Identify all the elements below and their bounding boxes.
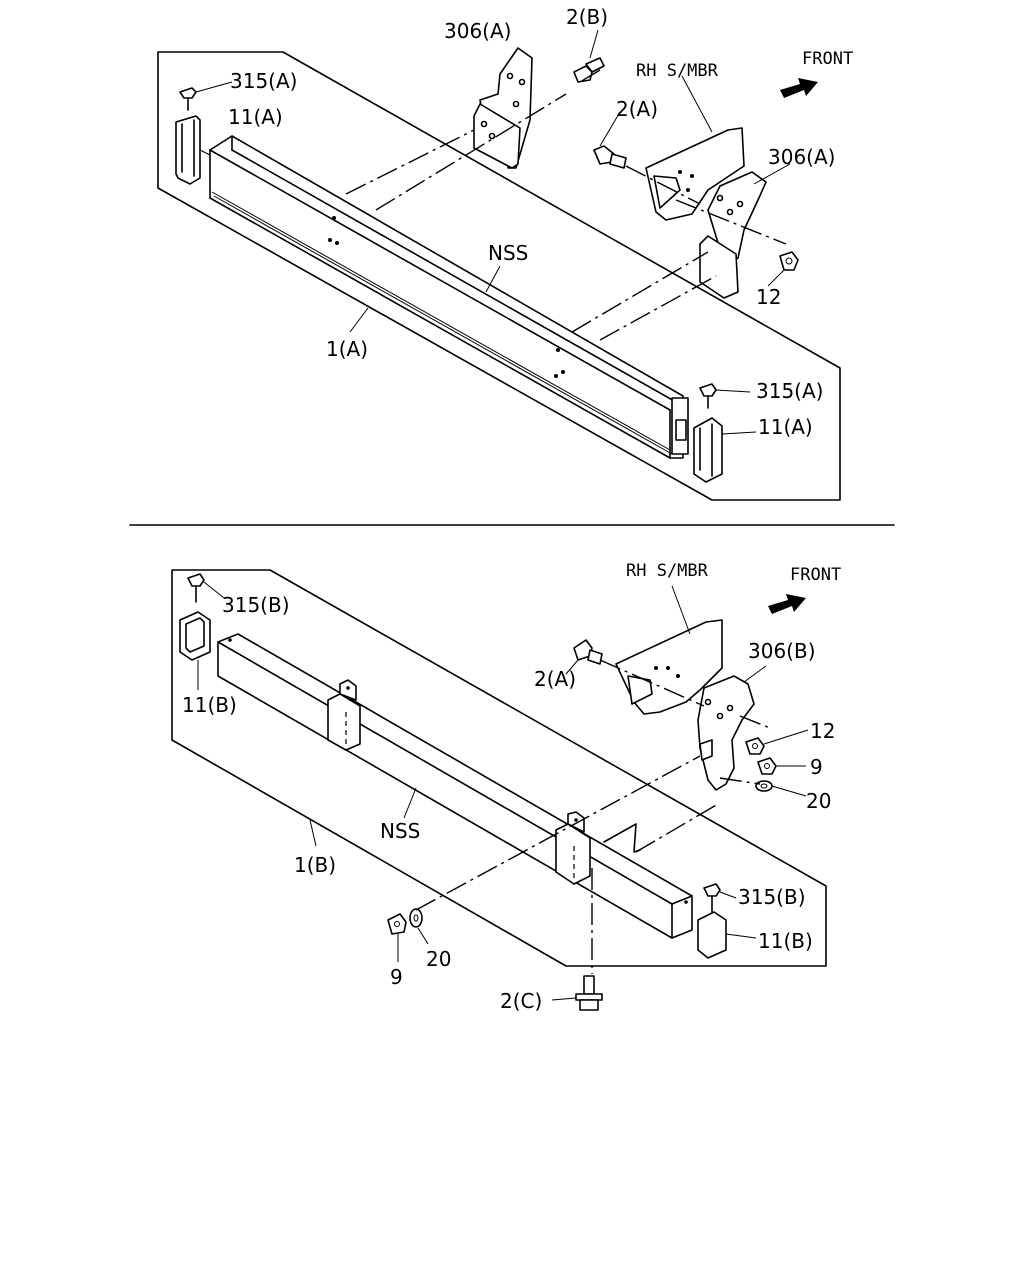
- label-2a-top: 2(A): [616, 97, 658, 121]
- front-arrow-b-icon: [768, 594, 806, 614]
- side-member-rh-b: [615, 585, 723, 715]
- label-rh-smbr-b: RH S/MBR: [626, 561, 709, 581]
- clip-left-315a: [179, 81, 233, 111]
- label-11a-left: 11(A): [228, 105, 283, 129]
- label-2c: 2(C): [500, 989, 542, 1013]
- label-315b-right: 315(B): [738, 885, 806, 909]
- nut-9-bottom: [387, 913, 407, 962]
- crossmember-1a: [209, 135, 689, 459]
- diagram-a: 306(A) 2(B) 315(A) 11(A) RH S/MBR FRONT …: [157, 5, 853, 501]
- label-11b-left: 11(B): [182, 693, 237, 717]
- label-20-bottom: 20: [426, 947, 451, 971]
- label-306b: 306(B): [748, 639, 816, 663]
- label-front-a: FRONT: [802, 49, 853, 69]
- label-306a-top: 306(A): [444, 19, 511, 43]
- crossmember-1b: [217, 633, 693, 939]
- bumper-stop-right-11a: [693, 417, 757, 483]
- label-1b: 1(B): [294, 853, 336, 877]
- washer-20-b: [755, 780, 807, 797]
- nut-9-b: [757, 757, 806, 775]
- bracket-306a-top: [473, 47, 533, 169]
- clip-right-315a: [699, 383, 751, 409]
- bumper-stop-left-11b: [179, 611, 211, 690]
- label-11a-right: 11(A): [758, 415, 813, 439]
- label-2b: 2(B): [566, 5, 608, 29]
- label-rh-smbr-a: RH S/MBR: [636, 61, 719, 81]
- label-20-b: 20: [806, 789, 831, 813]
- label-nss-b: NSS: [380, 819, 420, 843]
- label-nss-a: NSS: [488, 241, 528, 265]
- nut-12-b: [745, 729, 809, 755]
- diagram-b-boundary: [171, 569, 827, 967]
- label-2a-b: 2(A): [534, 667, 576, 691]
- bolt-2c: [551, 975, 603, 1011]
- label-9-b: 9: [810, 755, 823, 779]
- bolt-2a-b: [565, 639, 603, 675]
- bumper-stop-right-11b: [697, 911, 757, 959]
- bracket-306b: [697, 665, 767, 791]
- bracket-306a-right: [699, 163, 791, 299]
- label-12-b: 12: [810, 719, 835, 743]
- clip-left-315b: [187, 573, 225, 603]
- bolt-2b: [573, 29, 605, 83]
- nut-12-a: [767, 251, 799, 287]
- label-11b-right: 11(B): [758, 929, 813, 953]
- clip-right-315b: [703, 883, 737, 913]
- label-315a-left: 315(A): [230, 69, 297, 93]
- bolt-2a-top: [593, 111, 627, 169]
- label-315b-left: 315(B): [222, 593, 290, 617]
- label-306a-right: 306(A): [768, 145, 835, 169]
- label-1a: 1(A): [326, 337, 368, 361]
- washer-20-bottom: [409, 908, 429, 945]
- label-12-a: 12: [756, 285, 781, 309]
- label-front-b: FRONT: [790, 565, 841, 585]
- diagram-b: RH S/MBR FRONT 315(B) 11(B) 2(A) 306(B) …: [171, 561, 841, 1013]
- label-315a-right: 315(A): [756, 379, 823, 403]
- front-arrow-a-icon: [780, 78, 818, 98]
- label-9-bottom: 9: [390, 965, 403, 989]
- side-member-rh-a: [645, 75, 745, 221]
- bumper-stop-left-11a: [175, 115, 211, 185]
- diagram-a-boundary: [157, 51, 841, 501]
